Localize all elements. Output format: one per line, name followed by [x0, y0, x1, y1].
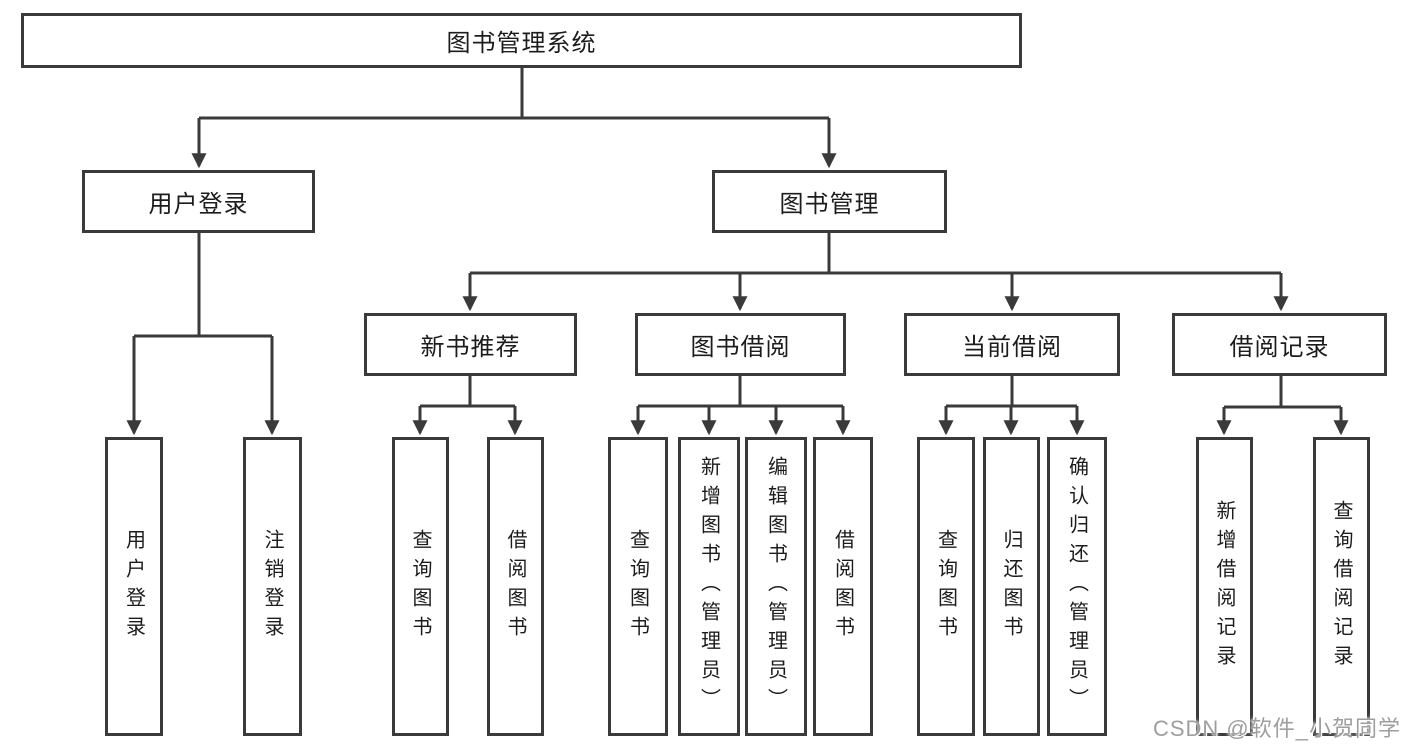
node-label: 新书推荐 — [420, 334, 521, 361]
node-label: 归还图书 — [1000, 528, 1022, 645]
leaf-add-book-admin: 新增图书（管理员） — [678, 437, 740, 736]
node-label: 图书借阅 — [690, 334, 791, 361]
watermark-text: CSDN @软件_小贺同学 — [1152, 716, 1401, 741]
leaf-confirm-return-admin: 确认归还（管理员） — [1047, 437, 1107, 736]
node-library-management-system: 图书管理系统 — [21, 13, 1022, 68]
node-label: 用户登录 — [122, 528, 145, 645]
node-label: 查询图书 — [626, 528, 649, 645]
leaf-add-borrow-record: 新增借阅记录 — [1196, 437, 1253, 736]
node-label: 借阅图书 — [504, 528, 526, 645]
node-label: 图书管理系统 — [446, 30, 597, 57]
leaf-borrow-books-2: 借阅图书 — [813, 437, 873, 736]
leaf-query-books-1: 查询图书 — [392, 437, 449, 736]
node-label: 编辑图书（管理员） — [764, 456, 787, 717]
node-label: 借阅图书 — [831, 528, 854, 645]
node-label: 查询借阅记录 — [1330, 499, 1352, 674]
node-label: 确认归还（管理员） — [1065, 456, 1088, 717]
leaf-user-login: 用户登录 — [105, 437, 163, 736]
node-current-borrowing: 当前借阅 — [904, 313, 1120, 376]
node-label: 新增图书（管理员） — [697, 456, 720, 717]
node-new-book-recommend: 新书推荐 — [364, 313, 577, 376]
leaf-query-borrow-record: 查询借阅记录 — [1313, 437, 1370, 736]
edge-arrows — [126, 118, 1349, 436]
node-book-management: 图书管理 — [712, 170, 947, 233]
node-label: 用户登录 — [148, 191, 249, 218]
leaf-query-books-3: 查询图书 — [917, 437, 975, 736]
node-label: 当前借阅 — [962, 334, 1062, 361]
edge-lines — [134, 68, 1341, 409]
node-label: 图书管理 — [779, 191, 880, 218]
leaf-borrow-books-1: 借阅图书 — [487, 437, 544, 736]
node-user-login: 用户登录 — [82, 170, 315, 233]
leaf-query-books-2: 查询图书 — [608, 437, 668, 736]
node-label: 新增借阅记录 — [1213, 499, 1235, 674]
leaf-edit-book-admin: 编辑图书（管理员） — [745, 437, 807, 736]
node-label: 查询图书 — [409, 528, 431, 645]
node-label: 查询图书 — [934, 528, 957, 645]
leaf-return-book: 归还图书 — [983, 437, 1040, 736]
node-label: 注销登录 — [261, 528, 283, 645]
node-book-borrowing: 图书借阅 — [635, 313, 846, 376]
node-label: 借阅记录 — [1229, 334, 1330, 361]
node-borrowing-records: 借阅记录 — [1172, 313, 1387, 376]
leaf-logout: 注销登录 — [243, 437, 302, 736]
